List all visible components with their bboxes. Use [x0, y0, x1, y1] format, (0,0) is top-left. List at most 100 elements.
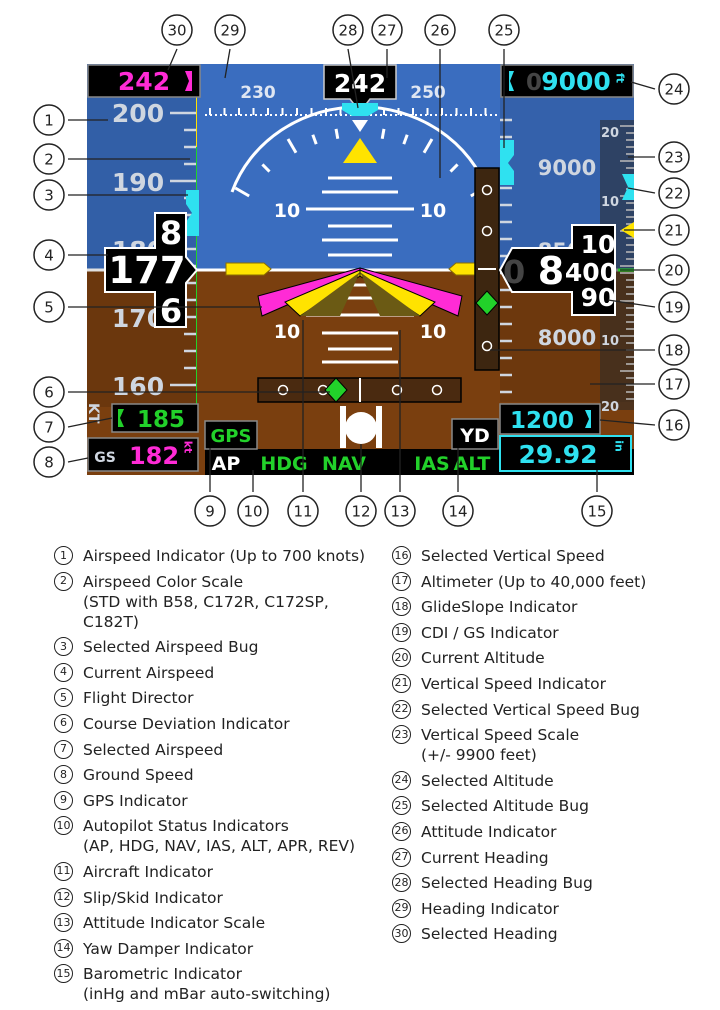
legend-text: Selected Altitude [421, 771, 554, 790]
legend-number: 5 [54, 688, 73, 708]
callout-circle [287, 495, 319, 527]
glideslope-indicator [474, 167, 500, 371]
callout-leader-line [599, 419, 656, 426]
callout-number: 24 [664, 81, 683, 99]
airspeed-color-scale-yellow [196, 97, 197, 147]
legend-number: 17 [392, 571, 411, 591]
selected-altitude-dim: 0 [526, 70, 542, 96]
callout-number: 7 [44, 419, 54, 437]
callout-circle [442, 495, 474, 527]
callout-number: 29 [220, 22, 239, 40]
callout-circle [33, 239, 65, 271]
ground-speed-unit: kt [182, 441, 195, 454]
airspeed-roll-up: 8 [160, 214, 182, 252]
heading-indicator: 230 250 [205, 83, 500, 116]
callout-circle [33, 104, 65, 136]
callout-circle [658, 291, 690, 323]
altitude-current-main: 8 [538, 249, 564, 293]
legend-text: Selected Heading Bug [421, 874, 593, 893]
bank-tick [311, 134, 318, 145]
callout-number: 21 [664, 222, 683, 240]
legend-item: 24 Selected Altitude [392, 770, 712, 791]
cdi-diamond [324, 377, 348, 403]
callout-number: 1 [44, 112, 54, 130]
legend-number: 21 [392, 673, 411, 693]
legend-number: 11 [54, 861, 73, 881]
legend-number: 12 [54, 887, 73, 907]
selected-airspeed-value: 185 [137, 407, 185, 433]
bank-tick [234, 186, 250, 198]
legend-text: CDI / GS Indicator [421, 623, 559, 642]
airspeed-tick: 160 [112, 372, 164, 401]
legend-number: 29 [392, 898, 411, 918]
ap-status-ias: IAS [414, 453, 449, 475]
legend-text: Selected Airspeed Bug [83, 638, 259, 657]
callout-number: 19 [664, 299, 683, 317]
altitude-unit: ft [614, 73, 627, 83]
airspeed-current-value: 177 [108, 249, 185, 292]
airspeed-tick: 200 [112, 99, 164, 128]
callout-leader-line [67, 417, 113, 428]
callout-number: 27 [377, 22, 396, 40]
current-airspeed: 8 177 6 [104, 212, 199, 330]
ground-speed: GS 182 kt [87, 437, 199, 472]
legend-number: 16 [392, 546, 411, 565]
selected-airspeed: 185 [111, 403, 199, 433]
svg-text:YD: YD [459, 425, 490, 447]
callout-number: 10 [243, 503, 262, 521]
callout-circle [658, 141, 690, 173]
selected-vs-bug [622, 174, 634, 200]
callout-circle [33, 376, 65, 408]
barometer-value: 29.92 [518, 440, 597, 469]
aircraft-wing-left [225, 262, 272, 276]
callout-circle [161, 14, 193, 46]
callout-number: 8 [44, 454, 54, 472]
legend-text: Selected Vertical Speed Bug [421, 700, 640, 719]
callout-circle [658, 254, 690, 286]
callout-circle [581, 495, 613, 527]
airspeed-color-scale-green [196, 147, 197, 407]
legend-number: 24 [392, 770, 411, 790]
legend-number: 28 [392, 873, 411, 893]
callout-number: 12 [351, 503, 370, 521]
bank-tick [286, 138, 298, 154]
legend-text: Attitude Indicator Scale [83, 914, 266, 933]
legend-number: 14 [54, 938, 73, 958]
vs-scale-label: 20 [601, 400, 619, 415]
legend-number: 27 [392, 847, 411, 867]
callout-number: 13 [390, 503, 409, 521]
bank-pointer [352, 120, 368, 132]
callout-number: 14 [448, 503, 467, 521]
callout-circle [658, 334, 690, 366]
ground-speed-label: GS [94, 450, 116, 466]
selected-altitude-value: 9000 [541, 67, 611, 96]
legend-number: 26 [392, 821, 411, 841]
heading-tick-label: 230 [240, 83, 276, 103]
legend-number: 1 [54, 546, 73, 565]
callout-circle [658, 73, 690, 105]
callout-leader-line [607, 299, 656, 308]
legend-number: 30 [392, 924, 411, 944]
callout-leader-line [630, 81, 656, 90]
pitch-label: 10 [274, 200, 300, 222]
callout-number: 9 [205, 503, 215, 521]
callout-number: 26 [430, 22, 449, 40]
legend-number: 6 [54, 713, 73, 733]
callout-circle [424, 14, 456, 46]
selected-altitude: 0 9000 ft [500, 64, 634, 98]
callout-circle [658, 214, 690, 246]
callout-number: 11 [293, 503, 312, 521]
altitude-dim-digit: 0 [503, 253, 525, 291]
selected-altitude-bug [500, 140, 514, 185]
flight-director [257, 267, 463, 317]
